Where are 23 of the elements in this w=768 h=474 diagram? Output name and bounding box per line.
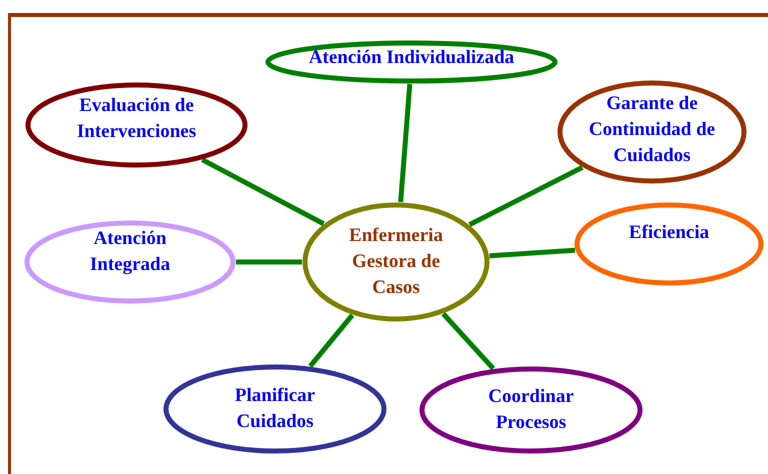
node-label: Atención Individualizada [308, 46, 514, 70]
node-label: Garante de Continuidad de Cuidados [588, 92, 716, 168]
connector-line [468, 165, 584, 227]
ellipse-node [24, 220, 236, 304]
ellipse-node [557, 80, 747, 184]
node-label: Evaluación de Intervenciones [76, 94, 198, 144]
connector-line [398, 84, 412, 202]
connector-line [201, 158, 325, 226]
node-label: Planificar Cuidados [234, 384, 316, 434]
ellipse-node [265, 40, 558, 84]
node-label: Eficiencia [628, 221, 710, 245]
connector-line [236, 260, 302, 264]
ellipse-node [302, 202, 490, 322]
node-label: Atención Integrada [88, 227, 172, 277]
ellipse-node [574, 202, 764, 286]
ellipse-node [163, 364, 387, 454]
node-label: Coordinar Procesos [487, 385, 575, 435]
connector-line [308, 314, 354, 368]
connector-line [489, 248, 576, 258]
node-label: Enfermeria Gestora de Casos [348, 224, 444, 300]
connector-line [441, 312, 496, 370]
ellipse-node [25, 82, 248, 168]
ellipse-node [419, 366, 643, 454]
